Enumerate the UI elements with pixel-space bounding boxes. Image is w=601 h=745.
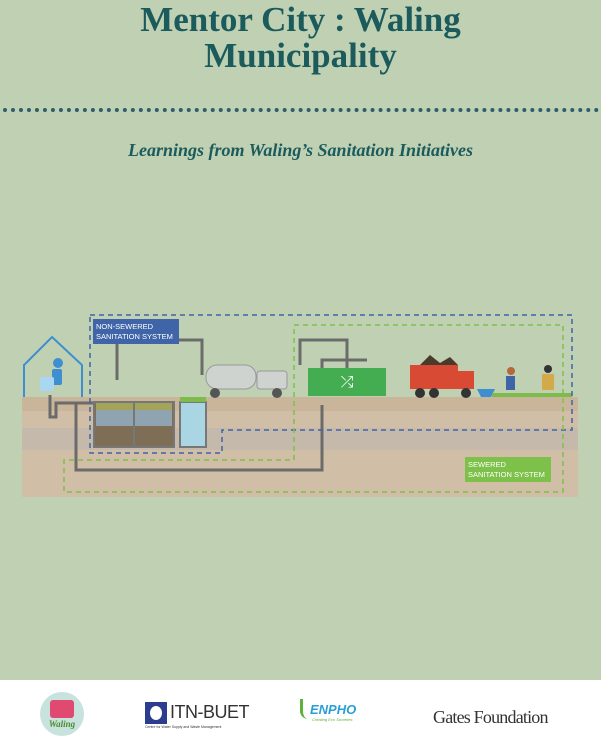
partner-logos-footer: Waling ITN-BUET Centre for Water Supply … — [0, 680, 601, 745]
non-sewered-label-1: NON-SEWERED — [96, 322, 154, 331]
non-sewered-boundary — [89, 314, 573, 454]
sewered-label-1: SEWERED — [468, 460, 507, 469]
sanitation-system-diagram: ⤮ NON-SEWERED SANITATION SYSTEM SEWERED … — [22, 314, 578, 497]
sewered-label-2: SANITATION SYSTEM — [468, 470, 545, 479]
sewered-label-box — [465, 457, 551, 482]
gates-foundation-logo: Gates Foundation — [433, 707, 548, 727]
dump-truck-icon — [410, 355, 474, 398]
pipes — [48, 338, 367, 472]
document-title: Mentor City : Waling Municipality — [0, 2, 601, 74]
dotted-divider — [3, 108, 599, 112]
non-sewered-label-2: SANITATION SYSTEM — [96, 332, 173, 341]
title-line-1: Mentor City : Waling — [140, 0, 461, 39]
treatment-plant-box — [308, 368, 386, 396]
itn-buet-subtitle: Centre for Water Supply and Waste Manage… — [145, 725, 222, 729]
document-subtitle: Learnings from Waling’s Sanitation Initi… — [127, 140, 474, 160]
non-sewered-label-box — [93, 319, 179, 344]
toilet-person-icon — [40, 358, 63, 391]
itn-buet-logo: ITN-BUET Centre for Water Supply and Was… — [145, 702, 250, 729]
enpho-tagline: Creating Eco Societies — [312, 717, 353, 722]
desludging-truck-icon — [205, 364, 288, 398]
shuffle-icon: ⤮ — [341, 372, 354, 391]
waling-logo-text: Waling — [48, 719, 76, 729]
sewered-boundary — [63, 324, 564, 493]
enpho-logo: ENPHO Creating Eco Societies — [300, 699, 357, 722]
farmers-icon — [477, 365, 572, 397]
leaf-icon — [300, 699, 311, 719]
septic-tank-icon — [93, 397, 207, 448]
itn-buet-name: ITN-BUET — [170, 702, 250, 722]
waling-municipality-logo: Waling — [40, 692, 84, 736]
enpho-name: ENPHO — [310, 702, 357, 717]
house-icon — [23, 335, 83, 397]
title-line-2: Municipality — [204, 36, 397, 75]
itn-buet-emblem-icon — [145, 702, 167, 724]
